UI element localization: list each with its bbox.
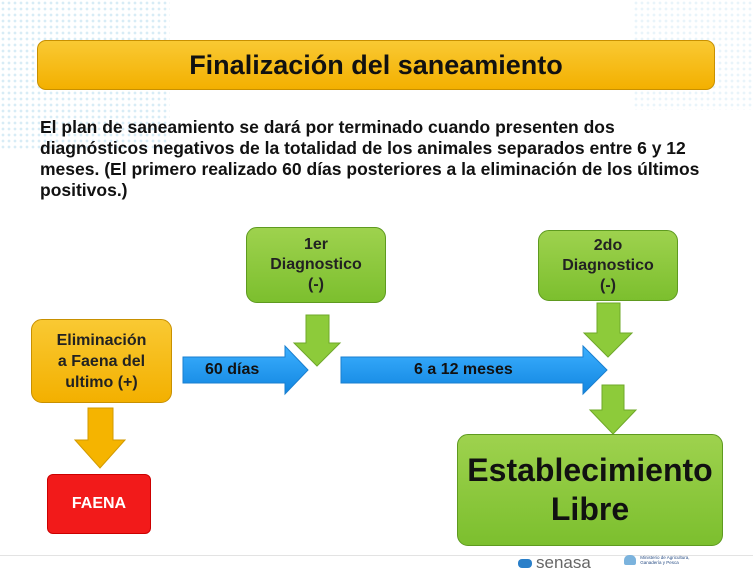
arrow-label-6-a-12-meses: 6 a 12 meses bbox=[414, 361, 513, 378]
second-diagnosis-box: 2do Diagnostico (-) bbox=[538, 230, 678, 301]
body-paragraph: El plan de saneamiento se dará por termi… bbox=[40, 117, 700, 200]
elimination-box: Eliminación a Faena del ultimo (+) bbox=[31, 319, 172, 403]
ministry-text: Ministerio de Agricultura, Ganadería y P… bbox=[640, 555, 690, 565]
slide-title: Finalización del saneamiento bbox=[37, 40, 715, 90]
ministry-crest-icon bbox=[624, 555, 636, 565]
arrow-60-dias bbox=[182, 344, 309, 396]
down-arrow-second-diagnosis bbox=[582, 302, 634, 358]
down-arrow-first-diagnosis bbox=[292, 314, 342, 367]
first-diagnosis-box: 1er Diagnostico (-) bbox=[246, 227, 386, 303]
down-arrow-faena bbox=[73, 407, 127, 469]
arrow-6-a-12-meses bbox=[340, 344, 608, 396]
faena-box: FAENA bbox=[47, 474, 151, 534]
establishment-free-box: Establecimiento Libre bbox=[457, 434, 723, 546]
ministry-logo: Ministerio de Agricultura, Ganadería y P… bbox=[624, 555, 690, 565]
senasa-mark-icon bbox=[518, 559, 532, 569]
senasa-logo: senasa bbox=[518, 553, 591, 573]
footer-divider bbox=[0, 555, 753, 556]
arrow-label-60-dias: 60 días bbox=[205, 361, 260, 378]
down-arrow-establishment bbox=[588, 384, 638, 435]
senasa-brand-text: senasa bbox=[536, 553, 591, 572]
